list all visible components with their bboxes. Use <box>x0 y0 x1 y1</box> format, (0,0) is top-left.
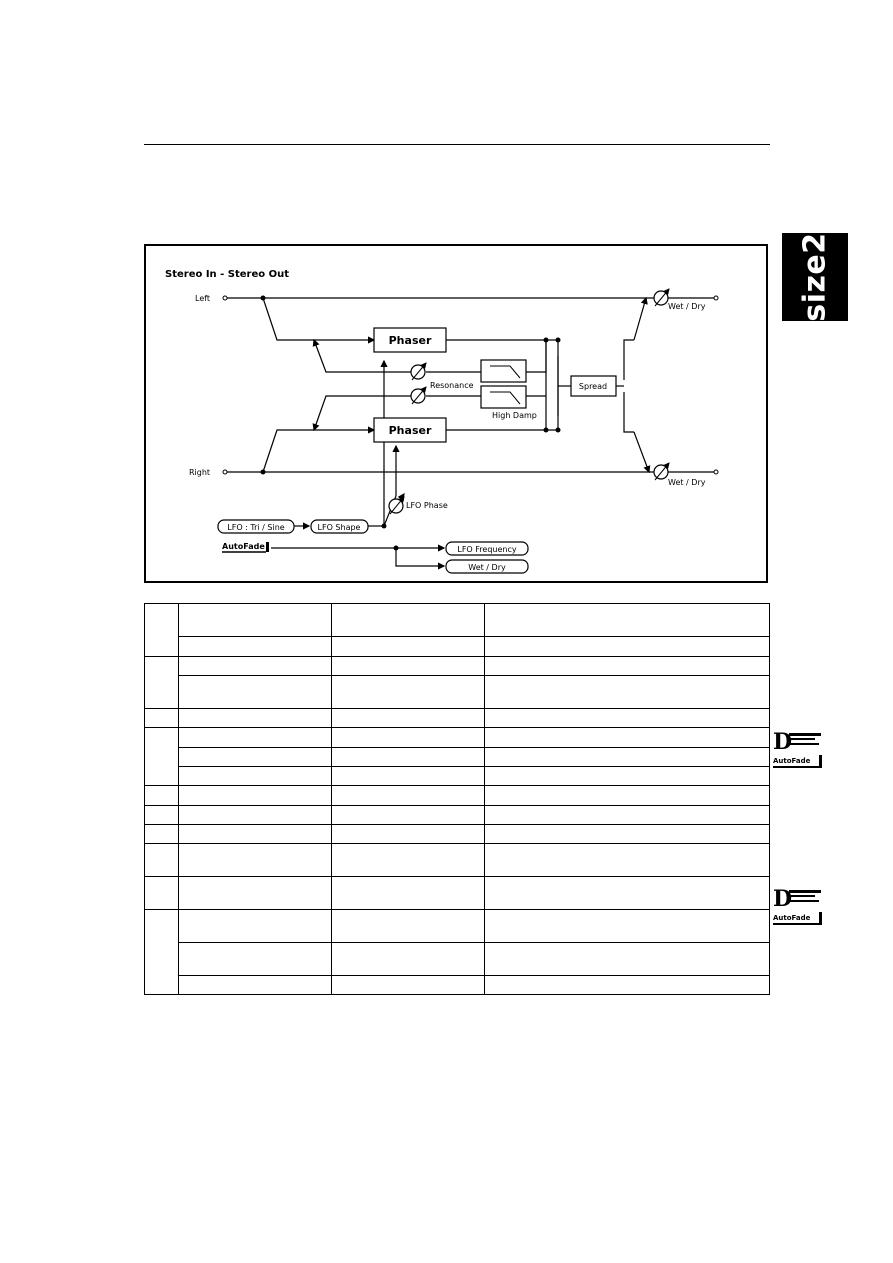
table-row <box>145 636 770 657</box>
dmod-icon: D <box>773 729 792 755</box>
wet-dry-box <box>445 559 529 574</box>
table-row <box>144 656 770 709</box>
table-row <box>145 975 770 995</box>
table-row <box>144 876 770 910</box>
phaser-top-label: Phaser <box>389 334 432 347</box>
phaser-bottom-label: Phaser <box>389 424 432 437</box>
table-row <box>145 766 770 786</box>
table-row <box>145 942 770 976</box>
table-row <box>144 603 770 657</box>
lfo-shape-label: LFO Shape <box>318 523 361 532</box>
lfo-shape-box <box>310 519 369 534</box>
autofade-label: AutoFade <box>222 542 265 551</box>
lfo-wave-box <box>217 519 295 534</box>
table-row <box>144 785 770 806</box>
table-row <box>144 909 770 995</box>
table-row <box>145 747 770 767</box>
header-rule <box>144 144 770 145</box>
block-diagram: Stereo In - Stereo Out Left Right Phaser… <box>144 244 768 583</box>
autofade-icon: AutoFade <box>773 914 811 922</box>
lfo-wave-label: LFO : Tri / Sine <box>227 523 285 532</box>
table-row <box>144 727 770 786</box>
table-row <box>144 708 770 728</box>
wet-dry-top-label: Wet / Dry <box>668 302 706 311</box>
high-damp-label: High Damp <box>492 411 537 420</box>
high-damp-filter-bottom <box>480 385 527 409</box>
section-tab: size2 <box>782 232 848 322</box>
table-row <box>144 843 770 877</box>
table-row <box>145 675 770 709</box>
phaser-box-top <box>373 327 447 353</box>
dmod-icon: D <box>773 886 792 912</box>
lfo-frequency-label: LFO Frequency <box>457 545 516 554</box>
left-input-label: Left <box>195 294 210 303</box>
spread-box <box>570 375 617 397</box>
lfo-phase-label: LFO Phase <box>406 501 448 510</box>
parameter-table <box>144 603 770 995</box>
section-tab-label: size2 <box>797 232 833 322</box>
dmod-autofade-icon: D AutoFade <box>773 727 825 773</box>
lfo-frequency-box <box>445 541 529 556</box>
resonance-label: Resonance <box>430 381 474 390</box>
high-damp-filter-top <box>480 359 527 383</box>
table-row <box>144 824 770 844</box>
table-row <box>144 805 770 825</box>
spread-label: Spread <box>579 382 607 391</box>
phaser-box-bottom <box>373 417 447 443</box>
diagram-title: Stereo In - Stereo Out <box>165 269 289 280</box>
right-input-label: Right <box>189 468 210 477</box>
wet-dry-box-label: Wet / Dry <box>468 563 506 572</box>
wet-dry-bottom-label: Wet / Dry <box>668 478 706 487</box>
dmod-autofade-icon: D AutoFade <box>773 884 825 930</box>
block-diagram-svg: Stereo In - Stereo Out Left Right Phaser… <box>165 269 719 574</box>
autofade-icon: AutoFade <box>773 757 811 765</box>
